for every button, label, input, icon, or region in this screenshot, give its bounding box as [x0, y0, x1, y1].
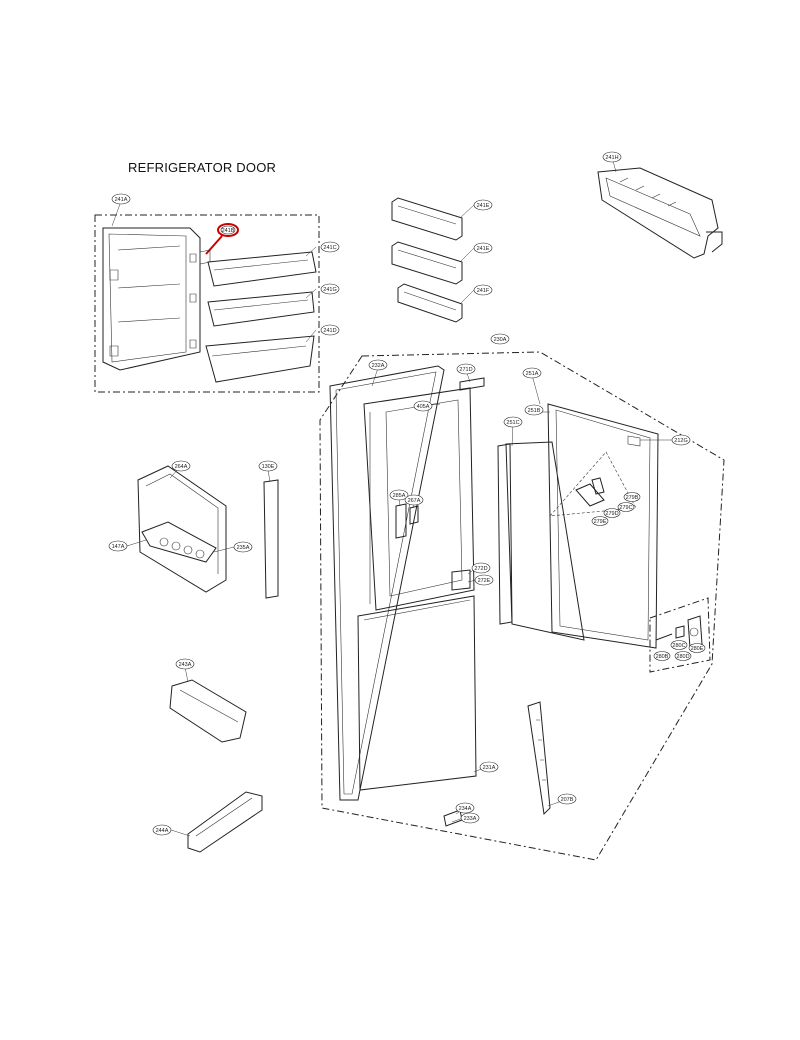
door-bins: [391, 197, 463, 323]
callout-232a: 232A: [368, 359, 388, 371]
callout-233a: 233A: [460, 812, 480, 824]
svg-text:241F: 241F: [477, 288, 490, 294]
callout-241a: 241A: [111, 193, 131, 205]
callout-212g: 212G: [671, 434, 691, 446]
callout-251b: 251B: [524, 404, 544, 416]
callout-279e: 279E: [591, 516, 609, 526]
svg-text:241B: 241B: [222, 228, 235, 234]
callout-285a: 285A: [389, 489, 409, 501]
callout-280e: 280E: [688, 643, 706, 653]
svg-text:280D: 280D: [676, 654, 689, 660]
callout-279c: 279C: [617, 502, 635, 512]
svg-text:241D: 241D: [323, 328, 336, 334]
svg-text:241E: 241E: [477, 203, 490, 209]
callout-241d: 241D: [320, 324, 340, 336]
callout-241h: 241H: [602, 151, 622, 163]
callout-241c: 241C: [320, 241, 340, 253]
callout-280c: 280C: [670, 640, 688, 650]
callout-241b: 241B: [220, 225, 236, 235]
bin-244a: [187, 791, 263, 853]
tray-241h: [597, 167, 723, 259]
svg-text:279E: 279E: [594, 519, 607, 525]
callout-267a: 267A: [404, 494, 424, 506]
callout-279b: 279B: [623, 492, 641, 502]
basket-264a: [137, 465, 227, 593]
hinge-280: [649, 597, 711, 673]
svg-text:267A: 267A: [408, 498, 421, 504]
callout-231a: 231A: [479, 761, 499, 773]
bin-243a: [169, 679, 247, 743]
svg-text:251B: 251B: [528, 408, 541, 414]
svg-text:241G: 241G: [323, 287, 336, 293]
callout-244a: 244A: [152, 824, 172, 836]
callout-207b: 207B: [557, 793, 577, 805]
svg-text:271D: 271D: [459, 367, 472, 373]
svg-text:241E: 241E: [477, 246, 490, 252]
callout-279d: 279D: [603, 508, 621, 518]
shelf-assembly-group: [94, 214, 320, 393]
svg-text:251A: 251A: [526, 371, 539, 377]
panel-251: [497, 403, 659, 649]
callout-271d: 271D: [456, 363, 476, 375]
svg-text:405A: 405A: [417, 404, 430, 410]
svg-text:285A: 285A: [393, 493, 406, 499]
callout-405a: 405A: [413, 400, 433, 412]
svg-text:280C: 280C: [672, 643, 685, 649]
callout-130e: 130E: [258, 460, 278, 472]
svg-text:230A: 230A: [494, 337, 507, 343]
diagram-title: REFRIGERATOR DOOR: [128, 160, 277, 175]
callout-264a: 264A: [171, 460, 191, 472]
callout-243a: 243A: [175, 658, 195, 670]
svg-text:241C: 241C: [323, 245, 336, 251]
callout-280b: 280B: [653, 651, 671, 661]
svg-text:147A: 147A: [112, 544, 125, 550]
callout-147a: 147A: [108, 540, 128, 552]
svg-text:279B: 279B: [626, 495, 639, 501]
strip-207b: [527, 701, 551, 816]
svg-text:272D: 272D: [474, 566, 487, 572]
highlight-ring: [217, 223, 239, 237]
callout-241e-mid: 241E: [473, 242, 493, 254]
svg-text:233A: 233A: [464, 816, 477, 822]
svg-text:251C: 251C: [506, 420, 519, 426]
svg-text:264A: 264A: [175, 464, 188, 470]
callout-272d: 272D: [471, 562, 491, 574]
svg-text:130E: 130E: [262, 464, 275, 470]
svg-text:244A: 244A: [156, 828, 169, 834]
svg-text:235A: 235A: [237, 545, 250, 551]
callout-241g: 241G: [320, 283, 340, 295]
svg-text:272E: 272E: [478, 578, 491, 584]
svg-text:234A: 234A: [459, 806, 472, 812]
svg-text:232A: 232A: [372, 363, 385, 369]
svg-text:280B: 280B: [656, 654, 669, 660]
callout-251a: 251A: [522, 367, 542, 379]
svg-text:212G: 212G: [674, 438, 687, 444]
strip-130e: [263, 479, 279, 599]
door-assembly-group: [319, 351, 725, 861]
svg-text:279C: 279C: [619, 505, 632, 511]
callout-235a: 235A: [233, 541, 253, 553]
callout-241f: 241F: [473, 284, 493, 296]
callout-230a: 230A: [490, 333, 510, 345]
svg-text:241H: 241H: [605, 155, 618, 161]
callout-280d: 280D: [674, 651, 692, 661]
callout-272e: 272E: [474, 574, 494, 586]
callout-234a: 234A: [455, 802, 475, 814]
svg-text:241A: 241A: [115, 197, 128, 203]
svg-text:280E: 280E: [691, 646, 704, 652]
svg-text:231A: 231A: [483, 765, 496, 771]
callout-241e-top: 241E: [473, 199, 493, 211]
svg-text:207B: 207B: [561, 797, 574, 803]
callout-251c: 251C: [503, 416, 523, 428]
svg-text:243A: 243A: [179, 662, 192, 668]
svg-text:279D: 279D: [605, 511, 618, 517]
